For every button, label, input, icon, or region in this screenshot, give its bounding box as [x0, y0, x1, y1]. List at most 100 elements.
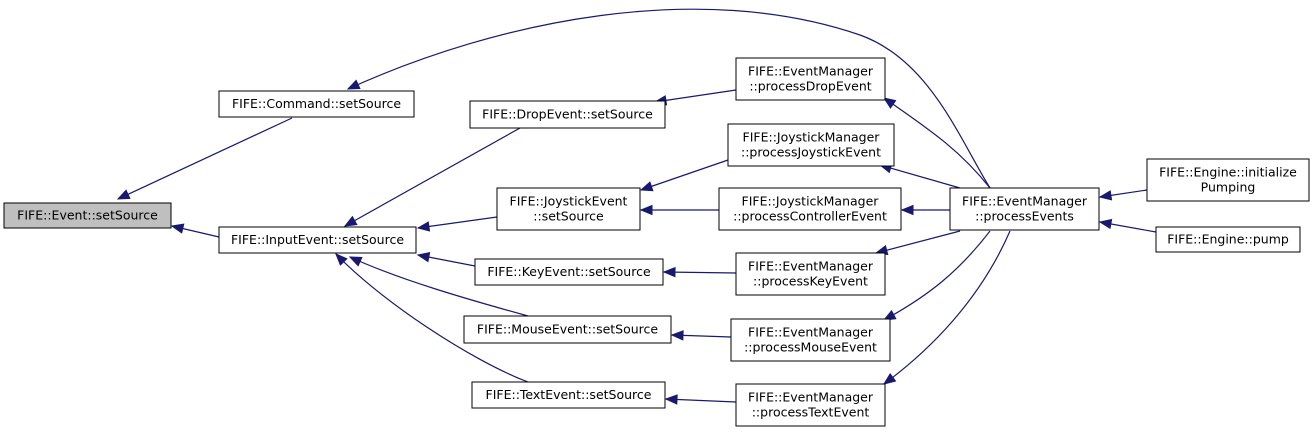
node-keyevent-setsource[interactable]: FIFE::KeyEvent::setSource [474, 258, 664, 286]
node-command-setsource[interactable]: FIFE::Command::setSource [218, 90, 415, 118]
node-box [735, 383, 886, 427]
node-label: ::processMouseEvent [744, 340, 877, 355]
node-box [474, 258, 664, 286]
edge-em_processmouseevent-to-mouseevent_setsource [670, 330, 732, 341]
edge-em_processdropevent-to-dropevent_setsource [653, 89, 737, 106]
edge-textevent_setsource-to-inputevent_setsource [335, 253, 529, 383]
arrowhead [639, 181, 654, 192]
node-em-processmouseevent[interactable]: FIFE::EventManager::processMouseEvent [730, 318, 891, 362]
node-label: ::processKeyEvent [753, 274, 868, 289]
node-box [218, 226, 417, 254]
arrowhead [416, 221, 431, 232]
edge-line [883, 230, 1011, 385]
arrowhead [1098, 190, 1113, 201]
edge-em_processevents-to-em_processkeyevent [874, 230, 961, 256]
edge-jm_processcontrollerevent-to-joystickevent_setsource [639, 204, 719, 216]
edge-line [663, 271, 737, 274]
node-label: FIFE::EventManager [748, 259, 874, 274]
node-label: FIFE::Command::setSource [232, 96, 401, 111]
node-box [469, 100, 666, 129]
node-box [718, 187, 902, 231]
edge-inputevent_setsource-to-event_setsource [170, 223, 220, 238]
edge-engine_pump-to-em_processevents [1098, 218, 1157, 233]
node-textevent-setsource[interactable]: FIFE::TextEvent::setSource [471, 381, 666, 409]
edge-line [879, 164, 961, 189]
node-em-processdropevent[interactable]: FIFE::EventManager::processDropEvent [735, 57, 886, 101]
node-label: FIFE::Event::setSource [17, 208, 158, 223]
node-box [496, 187, 641, 231]
arrowhead [1098, 218, 1113, 230]
arrowhead [882, 97, 897, 109]
node-box [735, 57, 886, 101]
node-label: FIFE::Engine::pump [1167, 232, 1289, 247]
edge-line [875, 230, 961, 254]
edge-em_processtextevent-to-textevent_setsource [664, 394, 737, 405]
edge-dropevent_setsource-to-inputevent_setsource [343, 127, 521, 227]
edge-line [117, 117, 293, 200]
node-label: FIFE::JoystickManager [742, 194, 880, 209]
edge-line [417, 216, 498, 229]
node-label: ::processTextEvent [752, 405, 870, 420]
arrowhead [335, 253, 348, 266]
node-label: ::processEvents [975, 209, 1074, 224]
node-label: FIFE::JoystickManager [743, 130, 881, 145]
node-label: FIFE::EventManager [962, 194, 1088, 209]
arrowhead [882, 372, 897, 385]
node-box [3, 202, 172, 229]
node-box [735, 252, 886, 296]
node-box [730, 318, 891, 362]
node-em-processevents[interactable]: FIFE::EventManager::processEvents [949, 187, 1100, 231]
node-joystickevent-setsource[interactable]: FIFE::JoystickEvent::setSource [496, 187, 641, 231]
edge-em_processevents-to-em_processtextevent [882, 230, 1011, 385]
node-jm-processjoystickevent[interactable]: FIFE::JoystickManager::processJoystickEv… [727, 123, 895, 167]
node-label: FIFE::DropEvent::setSource [482, 107, 653, 122]
node-dropevent-setsource[interactable]: FIFE::DropEvent::setSource [469, 100, 666, 129]
edge-line [347, 8, 991, 189]
node-engine-pump[interactable]: FIFE::Engine::pump [1155, 226, 1301, 253]
edge-em_processevents-to-em_processdropevent [882, 97, 991, 189]
node-label: FIFE::JoystickEvent [510, 194, 628, 209]
node-label: FIFE::KeyEvent::setSource [487, 264, 651, 279]
edge-em_processkeyevent-to-keyevent_setsource [662, 266, 737, 278]
edges-layer [116, 8, 1157, 405]
arrowhead [348, 256, 363, 267]
node-label: ::processDropEvent [749, 79, 871, 94]
edge-line [654, 89, 737, 103]
edge-line [883, 97, 991, 189]
node-inputevent-setsource[interactable]: FIFE::InputEvent::setSource [218, 226, 417, 254]
arrowhead [670, 330, 684, 341]
node-label: FIFE::EventManager [748, 390, 874, 405]
edge-em_processevents-to-jm_processcontrollerevent [900, 204, 950, 216]
node-box [727, 123, 895, 167]
node-jm-processcontrollerevent[interactable]: FIFE::JoystickManager::processController… [718, 187, 902, 231]
edge-line [335, 253, 529, 383]
node-mouseevent-setsource[interactable]: FIFE::MouseEvent::setSource [463, 315, 672, 344]
node-em-processkeyevent[interactable]: FIFE::EventManager::processKeyEvent [735, 252, 886, 296]
arrowhead [416, 252, 431, 263]
node-label: FIFE::MouseEvent::setSource [477, 322, 659, 337]
node-box [1146, 158, 1310, 202]
arrowhead [170, 223, 185, 234]
node-label: FIFE::InputEvent::setSource [231, 232, 404, 247]
arrowhead [662, 266, 676, 278]
arrowhead [346, 79, 361, 90]
arrowhead [343, 215, 358, 227]
arrowhead [639, 204, 653, 216]
edge-engine_initializepumping-to-em_processevents [1098, 189, 1148, 201]
node-label: FIFE::EventManager [748, 325, 874, 340]
node-box [463, 315, 672, 344]
arrowhead [664, 394, 678, 405]
edge-command_setsource-to-event_setsource [116, 117, 293, 200]
edge-keyevent_setsource-to-inputevent_setsource [416, 252, 476, 267]
edge-line [344, 127, 521, 227]
node-em-processtextevent[interactable]: FIFE::EventManager::processTextEvent [735, 383, 886, 427]
node-box [218, 90, 415, 118]
node-label: ::setSource [533, 209, 604, 224]
node-event-setsource[interactable]: FIFE::Event::setSource [3, 202, 172, 229]
edge-joystickevent_setsource-to-inputevent_setsource [416, 216, 498, 232]
edge-jm_processjoystickevent-to-joystickevent_setsource [639, 159, 729, 192]
edge-line [349, 256, 529, 317]
node-label: ::processControllerEvent [733, 209, 887, 224]
